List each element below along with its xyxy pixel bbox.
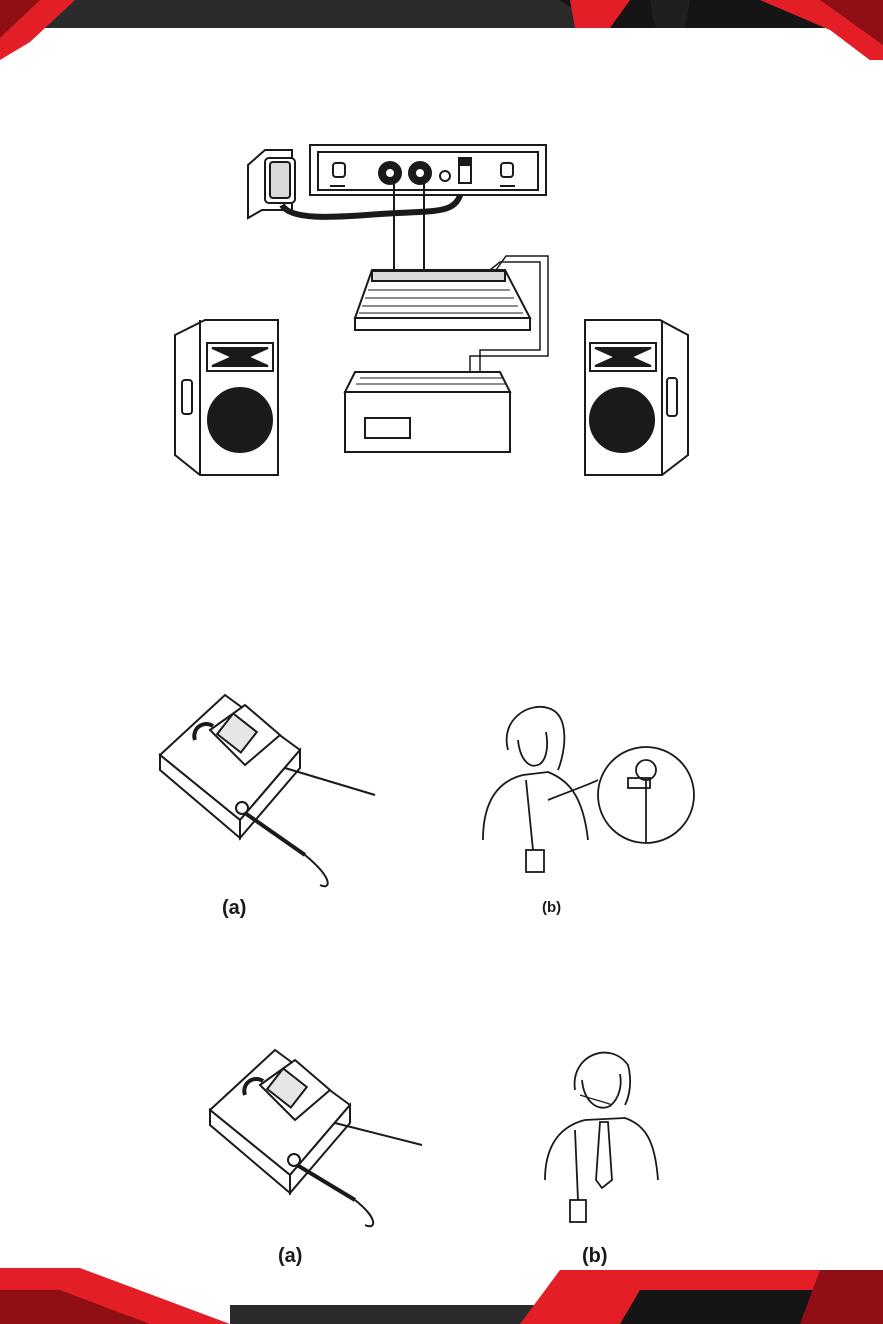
speaker-left	[175, 320, 278, 475]
headset-wearer-illustration	[540, 1040, 670, 1225]
figure-2-caption-b: (b)	[542, 899, 561, 916]
lavalier-wearer-illustration	[478, 700, 708, 880]
figure-3-caption-b: (b)	[582, 1245, 608, 1268]
wireless-receiver	[310, 145, 546, 195]
amplifier	[345, 372, 510, 452]
connection-diagram	[0, 0, 883, 500]
figure-2-caption-a: (a)	[222, 897, 246, 920]
speaker-right	[585, 320, 688, 475]
figure-3-caption-a: (a)	[278, 1245, 302, 1268]
bodypack-headset-illustration	[200, 1035, 430, 1230]
mixing-console	[355, 270, 530, 330]
bodypack-lavalier-illustration	[150, 680, 390, 890]
